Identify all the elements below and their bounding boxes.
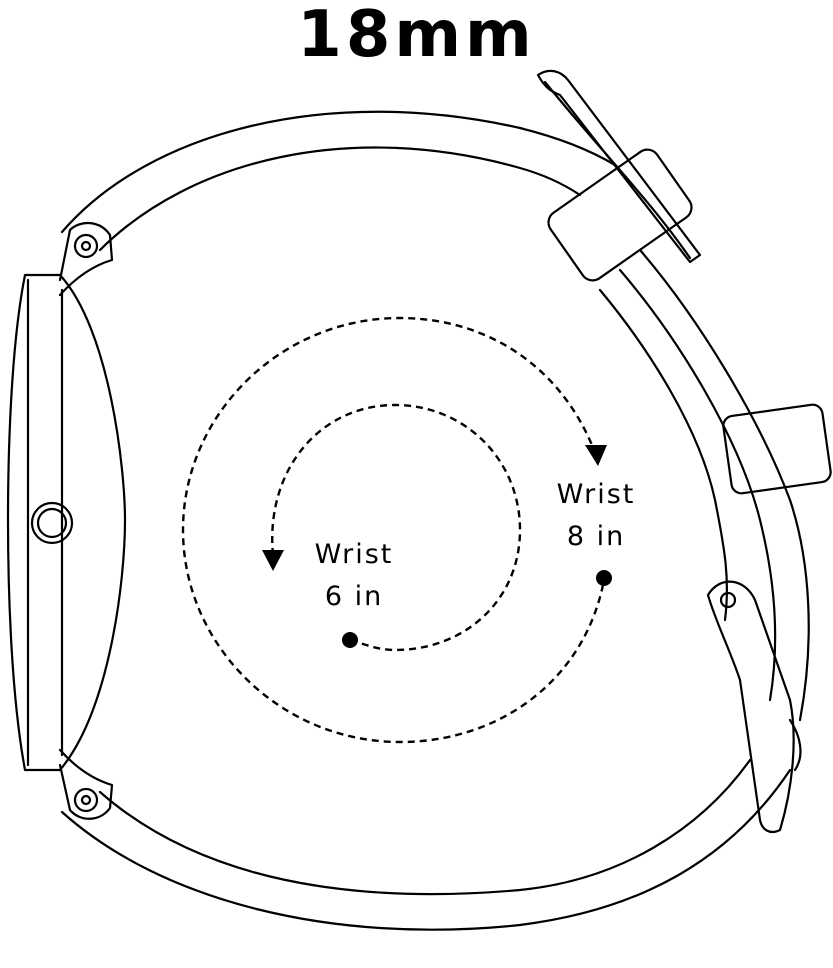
wrist-8in-label-line1: Wrist	[557, 479, 636, 510]
band-bottom-outer-edge	[60, 768, 792, 931]
buckle-pin	[719, 591, 737, 609]
crown-outer	[30, 501, 74, 545]
lug-screw-bottom-inner	[80, 794, 92, 806]
keeper-right	[722, 403, 832, 495]
lug-screw-top-outer	[73, 233, 99, 259]
wrist-8in-dashed-circle	[181, 316, 606, 744]
wrist-8in-arrowhead	[585, 445, 607, 466]
lug-top	[58, 222, 114, 297]
strap-right-inner	[598, 288, 729, 622]
wrist-6in-start-dot	[342, 632, 358, 648]
strap-tail	[536, 69, 702, 264]
wrist-8in-label-line2: 8 in	[567, 521, 625, 552]
wrist-6in-arrowhead	[262, 550, 284, 571]
wrist-6in-dashed-circle	[271, 403, 522, 652]
crown-inner	[36, 507, 68, 539]
band-width-title: 18mm	[297, 0, 536, 72]
strap-tail-inner	[543, 80, 692, 260]
wrist-6in-label-line2: 6 in	[325, 581, 383, 612]
lug-screw-bottom-outer	[73, 787, 99, 813]
band-bottom-inner-edge	[98, 758, 752, 896]
lug-bottom	[58, 748, 114, 820]
buckle-frame	[788, 718, 802, 772]
buckle-tongue	[706, 580, 795, 834]
keeper-top	[547, 148, 693, 282]
strap-right-outer	[638, 248, 810, 722]
band-inner-edge	[98, 146, 582, 252]
wrist-8in-start-dot	[596, 570, 612, 586]
lug-screw-top-inner	[80, 240, 92, 252]
strap-right-middle	[618, 268, 777, 702]
band-outer-edge	[60, 110, 617, 234]
wrist-6in-label-line1: Wrist	[315, 539, 394, 570]
